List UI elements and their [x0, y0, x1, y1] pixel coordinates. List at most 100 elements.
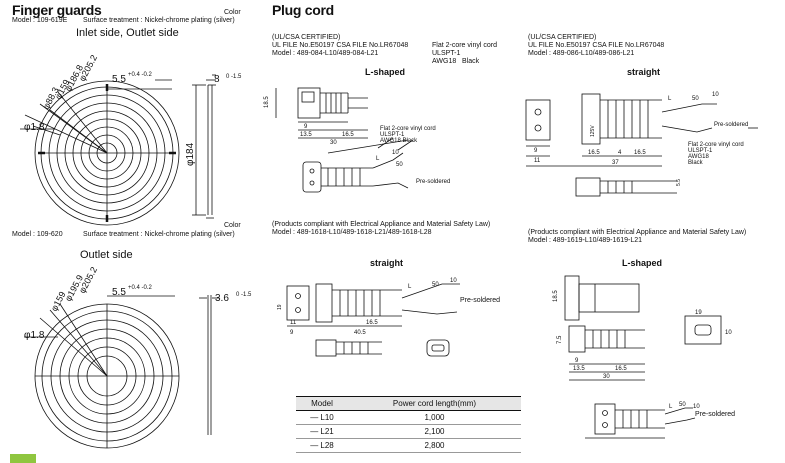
pse-right-d19: 19	[695, 310, 702, 316]
pc-right-d10: 10	[712, 92, 719, 98]
finger-guard-color-1: Color	[224, 9, 241, 16]
pse-left-d11: 11	[290, 320, 297, 326]
table-row: — L28 2,800	[296, 438, 521, 453]
pse-left-d9: 9	[290, 330, 294, 336]
finger-guard-2-side: 3.6 0 -1.5	[199, 292, 252, 435]
table-header-length: Power cord length(mm)	[347, 396, 521, 411]
pse-right-drawing: 18.5 7.5 19 10 9 13.5 16.5 30 L 50 10 Pr…	[553, 275, 735, 439]
dim2-d55: 5.5	[112, 287, 126, 298]
svg-text:125V: 125V	[590, 125, 596, 137]
pc-right-shape: straight	[627, 67, 661, 77]
pse-left-compliant: (Products compliant with Electrical Appl…	[272, 221, 491, 228]
pse-right-d50: 50	[679, 402, 686, 408]
finger-guard-surface-1: Surface treatment : Nickel-chrome platin…	[83, 17, 235, 24]
pse-left-d10: 10	[450, 278, 457, 284]
pc-left-cord-type: Flat 2-core vinyl cord	[432, 42, 497, 49]
table-cell-length: 2,100	[347, 424, 521, 439]
pse-right-L: L	[669, 404, 673, 410]
pc-right-note-cord: Flat 2-core vinyl cord	[688, 142, 744, 148]
table-row: — L10 1,000	[296, 410, 521, 425]
finger-guard-1-side: 8 0 -1.5 φ184	[185, 74, 242, 219]
pse-right-d135: 13.5	[573, 366, 585, 372]
pc-left-file: UL FILE No.E50197 CSA FILE No.LR67048	[272, 42, 409, 49]
pc-right-d9: 9	[534, 148, 538, 154]
pc-left-model: Model : 489-084-L10/489-084-L21	[272, 50, 379, 57]
table-header-model: Model	[296, 396, 348, 411]
pc-left-note-cord: Flat 2-core vinyl cord	[380, 126, 436, 132]
finger-guard-1-drawing: φ205.2 φ186.8 φ159 φ88.3 φ1.8 5.5 +0.4 -…	[20, 53, 180, 226]
dim-d184: φ184	[185, 142, 196, 166]
table-cell-model: — L28	[296, 438, 348, 453]
pc-left-d30: 30	[330, 140, 337, 146]
pc-right-pre-soldered: Pre-soldered	[714, 122, 748, 128]
finger-guard-color-2: Color	[224, 222, 241, 229]
pse-left-d50: 50	[432, 282, 439, 288]
dim-d18: φ1.8	[24, 122, 45, 133]
finger-guards-title: Finger guards	[12, 2, 102, 18]
finger-guard-surface-2: Surface treatment : Nickel-chrome platin…	[83, 231, 235, 238]
dim2-d36-tol: 0 -1.5	[236, 292, 252, 298]
table-cell-model: — L21	[296, 424, 348, 439]
pse-left-L: L	[408, 284, 412, 290]
dim-d55: 5.5	[112, 74, 126, 85]
pc-right-d165b: 16.5	[634, 150, 646, 156]
pc-left-cert: (UL/CSA CERTIFIED)	[272, 34, 341, 41]
pc-right-model: Model : 489-086-L10/489-086-L21	[528, 50, 635, 57]
pc-left-L: L	[376, 156, 380, 162]
table-row: — L21 2,100	[296, 424, 521, 439]
svg-text:18.5: 18.5	[264, 96, 270, 108]
pse-right-d10: 10	[725, 330, 732, 336]
pc-left-d165: 16.5	[342, 132, 354, 138]
pc-left-note-ulspt: ULSPT-1	[380, 132, 405, 138]
pc-right-note-black: Black	[688, 160, 704, 166]
table-cell-length: 2,800	[347, 438, 521, 453]
pse-right-d30: 30	[603, 374, 610, 380]
svg-text:19: 19	[277, 304, 283, 310]
dim-d55-tol: +0.4 -0.2	[128, 72, 153, 78]
pc-left-drawing: 18.5 9 13.5 16.5 30 Flat 2-core vinyl co…	[264, 87, 450, 193]
pse-left-d405: 40.5	[354, 330, 366, 336]
pse-right-d185: 18.5	[553, 290, 559, 302]
pc-right-cert: (UL/CSA CERTIFIED)	[528, 34, 597, 41]
pc-left-ulspt: ULSPT-1	[432, 50, 461, 57]
pse-left-d165: 16.5	[366, 320, 378, 326]
pc-left-shape: L-shaped	[365, 67, 406, 77]
dim-d8: 8	[214, 74, 220, 85]
pse-right-d165: 16.5	[615, 366, 627, 372]
pse-right-d9: 9	[575, 358, 579, 364]
table-cell-length: 1,000	[347, 410, 521, 425]
pc-right-file: UL FILE No.E50197 CSA FILE No.LR67048	[528, 42, 665, 49]
table-cell-model: — L10	[296, 410, 348, 425]
pc-right-d11: 11	[534, 158, 541, 164]
finger-guard-side-1: Inlet side, Outlet side	[76, 27, 179, 39]
dim2-d36: 3.6	[215, 293, 229, 304]
finger-guard-model-2: Model : 109-620	[12, 231, 63, 238]
pc-left-pre-soldered: Pre-soldered	[416, 179, 450, 185]
pse-left-drawing: 19 9 11 40.5 16.5 L 50 10 Pre-soldered	[277, 278, 500, 357]
pse-right-compliant: (Products compliant with Electrical Appl…	[528, 229, 747, 236]
pc-right-d4: 4	[618, 150, 622, 156]
finger-guard-2-drawing: φ205.2 φ195.9 φ159 φ1.8 5.5 +0.4 -0.2	[24, 265, 180, 449]
pc-right-d50: 50	[692, 96, 699, 102]
finger-guard-model-1: Model : 109-619E	[12, 17, 68, 24]
cord-length-table: Model Power cord length(mm) — L10 1,000 …	[296, 396, 521, 453]
dim2-d159: φ159	[49, 290, 68, 313]
pc-left-color: Black	[462, 58, 480, 65]
plug-cord-title: Plug cord	[272, 2, 334, 18]
pc-right-d165a: 16.5	[588, 150, 600, 156]
dim2-d55-tol: +0.4 -0.2	[128, 285, 153, 291]
pse-left-pre-soldered: Pre-soldered	[460, 297, 500, 304]
pc-left-note-awg: AWG18 Black	[380, 138, 418, 144]
bottom-accent-bar	[10, 454, 36, 463]
pc-left-d50: 50	[396, 162, 403, 168]
pc-left-d10: 10	[392, 150, 399, 156]
pc-right-d37: 37	[612, 160, 619, 166]
pse-left-model: Model : 489-1618-L10/489-1618-L21/489-16…	[272, 229, 432, 236]
finger-guard-side-2: Outlet side	[80, 249, 133, 261]
pc-right-L: L	[668, 96, 672, 102]
pc-right-note-ulspt: ULSPT-1	[688, 148, 713, 154]
dim2-d18: φ1.8	[24, 330, 45, 341]
pse-left-shape: straight	[370, 258, 404, 268]
pse-right-shape: L-shaped	[622, 258, 663, 268]
dim-d8-tol: 0 -1.5	[226, 74, 242, 80]
